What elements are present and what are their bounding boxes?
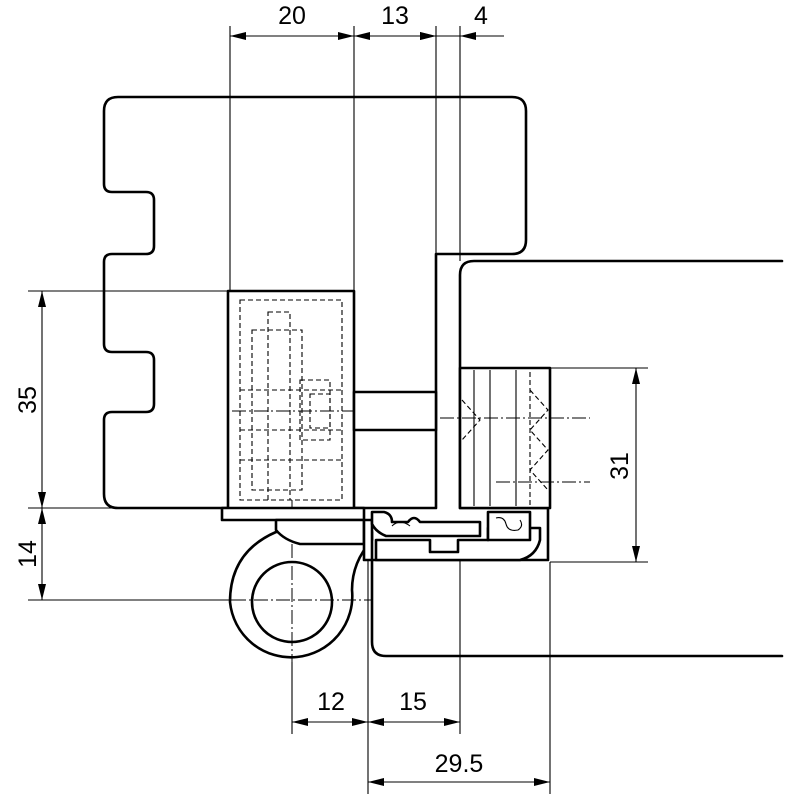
- dim-top-20: 20: [278, 2, 306, 30]
- connector-pin: [352, 390, 438, 432]
- dim-bottom-15: 15: [399, 688, 427, 716]
- frame-hinge-body: [440, 366, 590, 510]
- dim-left-35: 35: [14, 386, 42, 414]
- dimension-labels: 20 13 4 35 14 31 12 15 29.5: [14, 2, 634, 778]
- extension-lines: [28, 26, 648, 794]
- dim-left-14: 14: [14, 540, 42, 568]
- dim-top-13: 13: [381, 2, 409, 30]
- door-leaf-outline: [102, 95, 528, 510]
- dim-top-4: 4: [474, 2, 488, 30]
- dim-right-31: 31: [606, 452, 634, 480]
- hinge-arms: [220, 506, 542, 562]
- dim-bottom-12: 12: [317, 688, 345, 716]
- hinge-knuckle: [228, 500, 374, 662]
- dimension-lines: [38, 32, 640, 786]
- dim-bottom-29-5: 29.5: [435, 750, 484, 778]
- frame-outline: [370, 259, 784, 658]
